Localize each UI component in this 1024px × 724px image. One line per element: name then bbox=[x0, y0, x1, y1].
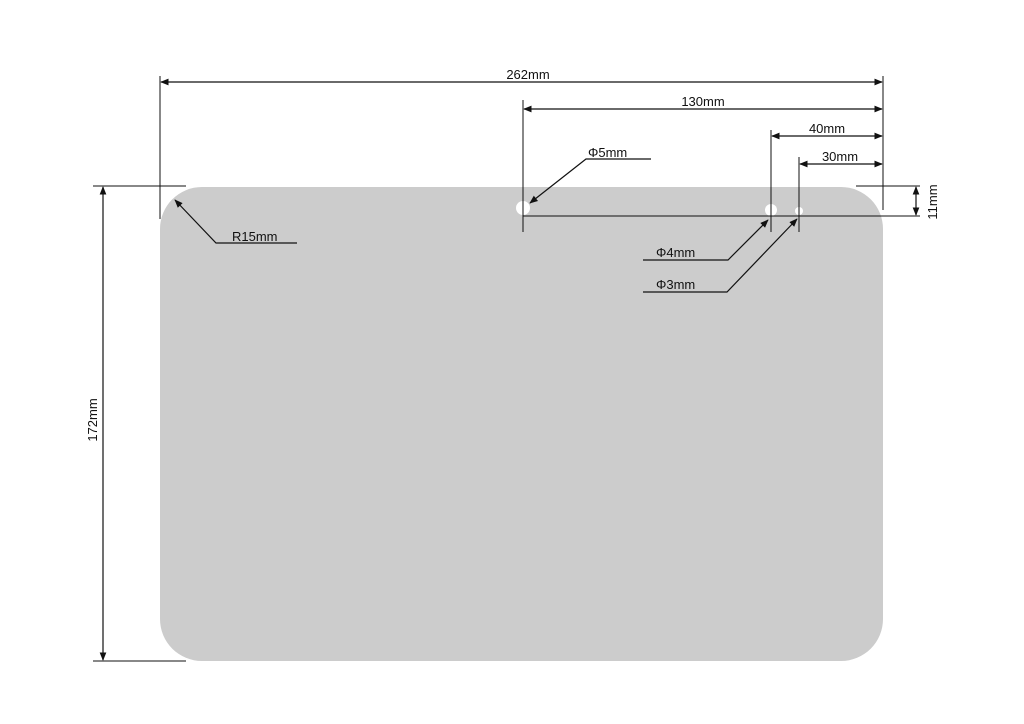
leader-hole-big bbox=[529, 158, 651, 204]
dim-corner-radius: R15mm bbox=[232, 229, 278, 244]
label-hole-small: Φ3mm bbox=[656, 277, 695, 292]
dim-hole-mid-offset: 40mm bbox=[809, 121, 845, 136]
dim-hole-row-offset: 11mm bbox=[925, 184, 940, 219]
dim-overall-height: 172mm bbox=[85, 398, 100, 441]
dim-hole-big-offset: 130mm bbox=[681, 94, 724, 109]
plate bbox=[160, 187, 883, 661]
leader-hole-mid bbox=[643, 219, 769, 261]
dim-overall-width: 262mm bbox=[506, 67, 549, 82]
dim-hole-small-offset: 30mm bbox=[822, 149, 858, 164]
leader-hole-small bbox=[643, 218, 798, 293]
label-hole-big: Φ5mm bbox=[588, 145, 627, 160]
label-hole-mid: Φ4mm bbox=[656, 245, 695, 260]
leader-corner-radius bbox=[174, 199, 297, 244]
